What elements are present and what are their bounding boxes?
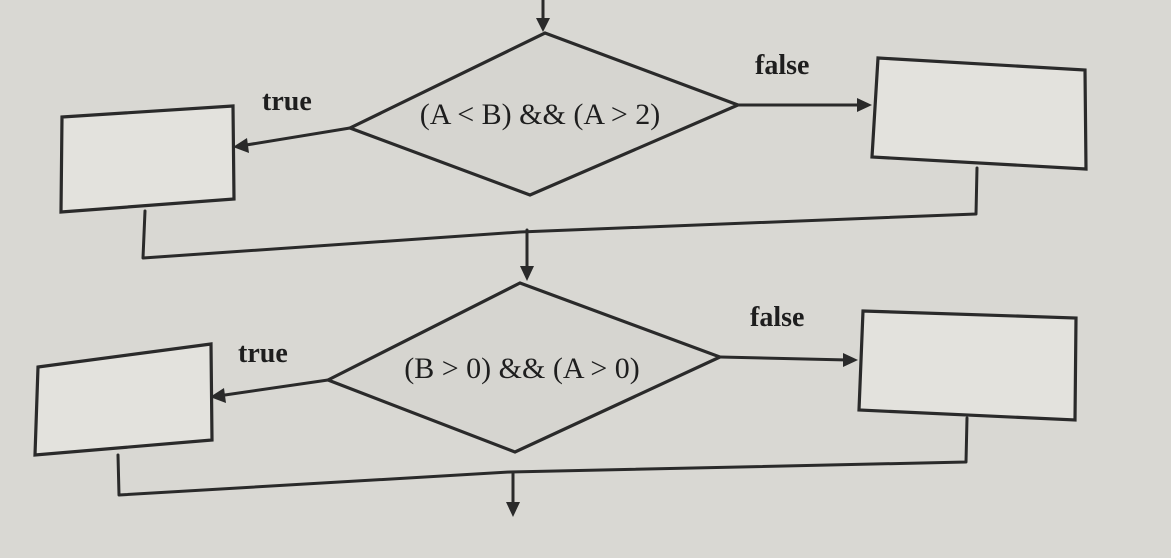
outgoing-arrowhead [506,502,520,517]
true-label-2: true [238,338,288,369]
decision-1-condition: (A < B) && (A > 2) [420,98,661,131]
false-arrowhead-2 [843,353,858,367]
decision-block-1: (A < B) && (A > 2) true false [59,0,1088,281]
incoming-arrowhead [536,18,550,32]
connector-arrowhead [520,266,534,281]
true-branch-line-1 [238,126,352,148]
true-arrowhead-1 [233,138,249,153]
false-arrowhead-1 [857,98,872,112]
true-label-1: true [262,86,312,117]
false-label-1: false [755,50,809,81]
true-process-box-1 [59,104,236,214]
decision-diamond-1 [345,31,743,197]
true-arrowhead-2 [210,388,226,403]
false-process-box-1 [870,56,1088,171]
false-process-box-2 [857,309,1078,422]
merge-line-1 [141,166,979,260]
merge-line-2 [116,416,969,497]
false-branch-line-2 [718,355,850,362]
decision-2-condition: (B > 0) && (A > 0) [404,352,640,385]
true-process-box-2 [33,342,214,457]
decision-block-2: (B > 0) && (A > 0) true false [33,281,1078,517]
true-branch-line-2 [216,378,330,398]
decision-diamond-2 [324,281,725,454]
false-label-2: false [750,302,804,333]
